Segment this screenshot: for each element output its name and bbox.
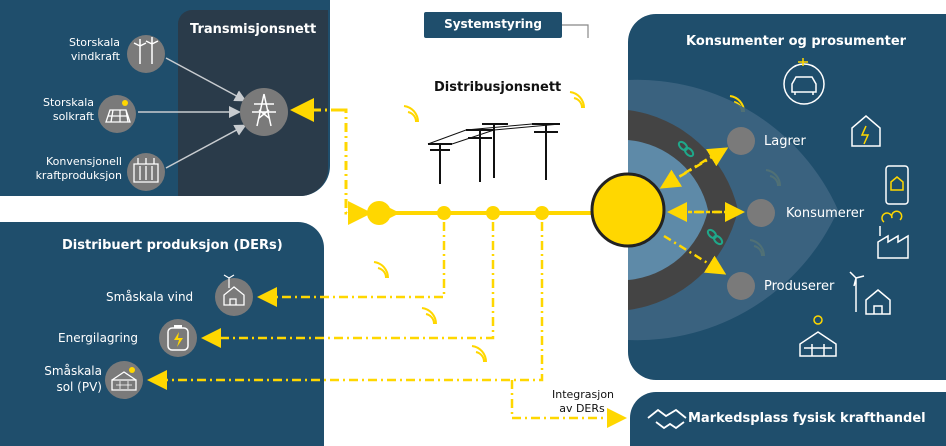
source-label-1a: Storskala [69, 36, 120, 49]
ders-title: Distribuert produksjon (DERs) [62, 238, 283, 253]
factory-icon [877, 210, 909, 259]
grid-node-left [367, 201, 391, 225]
marketplace-label[interactable]: Markedsplass fysisk krafthandel [688, 411, 926, 426]
transmission-tower-icon [240, 88, 288, 136]
der-label-solar-2: sol (PV) [56, 380, 102, 394]
der-label-solar-1: Småskala [44, 364, 102, 378]
integration-label-2: av DERs [559, 402, 605, 415]
role-label-consume: Konsumerer [786, 206, 865, 221]
small-wind-house-icon [215, 274, 253, 316]
consumer-solar-house-icon [799, 315, 837, 357]
battery-icon [159, 319, 197, 357]
system-control-box[interactable] [424, 12, 562, 38]
role-node-consume [747, 199, 775, 227]
power-lines-icon [427, 123, 561, 184]
source-label-2a: Storskala [43, 96, 94, 109]
source-label-3b: kraftproduksjon [35, 169, 122, 182]
solar-house-icon [105, 361, 143, 399]
solar-panel-icon [98, 95, 136, 133]
integration-label-1: Integrasjon [552, 388, 615, 401]
handshake-icon [647, 408, 687, 430]
smartphone-home-icon [885, 165, 909, 205]
system-control-label[interactable]: Systemstyring [444, 17, 542, 31]
wind-house-icon [849, 271, 891, 315]
role-node-produce [727, 272, 755, 300]
der-label-storage: Energilagring [58, 331, 139, 345]
role-label-produce: Produserer [764, 279, 835, 294]
power-plant-icon [127, 153, 165, 191]
consumers-title: Konsumenter og prosumenter [686, 34, 907, 49]
grid-node [535, 206, 549, 220]
distribution-title: Distribusjonsnett [434, 80, 562, 95]
wind-turbines-icon [127, 35, 165, 73]
transmission-title: Transmisjonsnett [190, 22, 317, 37]
marketplace-panel[interactable] [630, 392, 946, 446]
grid-node [486, 206, 500, 220]
smart-house-icon [851, 115, 881, 147]
source-label-3a: Konvensjonell [46, 155, 122, 168]
link-icons [677, 140, 724, 246]
source-label-2b: solkraft [52, 110, 94, 123]
role-node-store [727, 127, 755, 155]
role-label-store: Lagrer [764, 134, 806, 149]
der-label-wind: Småskala vind [106, 290, 194, 304]
source-label-1b: vindkraft [70, 50, 120, 63]
consumer-hub [590, 172, 666, 248]
electric-car-icon [783, 58, 825, 105]
grid-node [437, 206, 451, 220]
